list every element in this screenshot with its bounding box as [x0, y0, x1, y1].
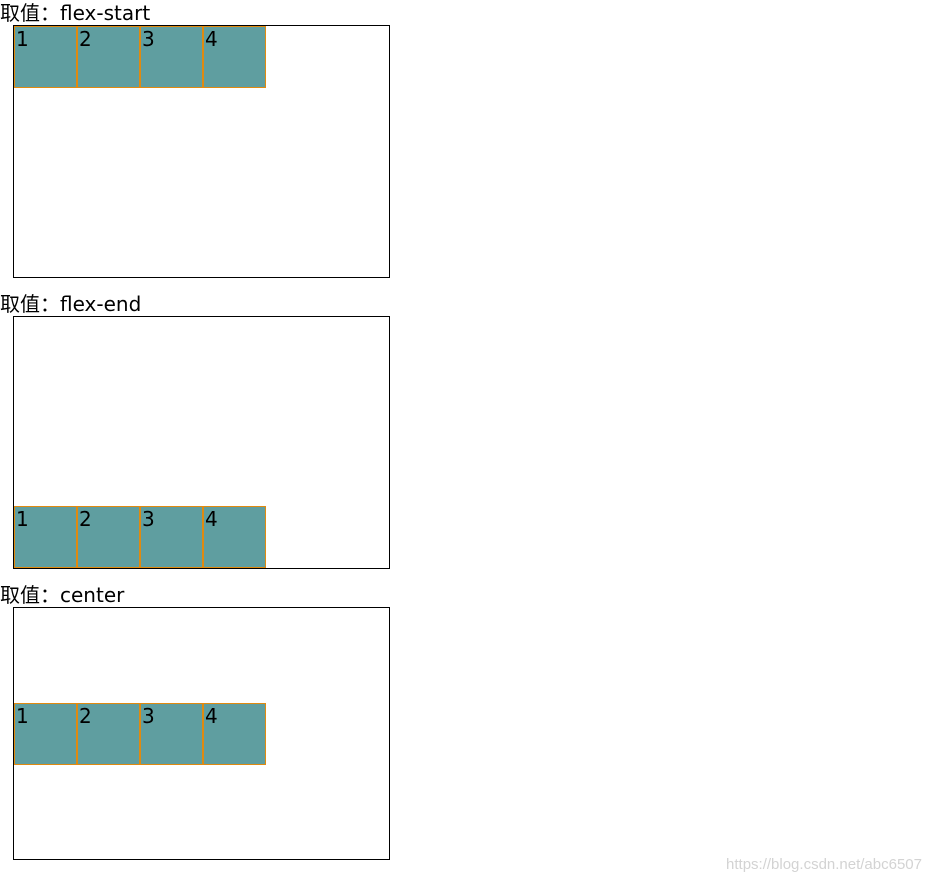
flex-item-2: 2 — [77, 702, 140, 765]
watermark-url: https://blog.csdn.net/abc6507 — [726, 856, 922, 873]
section-label-flex-start: 取值：flex-start — [0, 1, 151, 25]
flex-item-4: 4 — [203, 702, 266, 765]
flex-item-3: 3 — [140, 702, 203, 765]
flex-item-2: 2 — [77, 506, 140, 568]
section-label-flex-end: 取值：flex-end — [0, 292, 142, 316]
flex-container-center: 1 2 3 4 — [13, 607, 390, 860]
flex-container-flex-start: 1 2 3 4 — [13, 25, 390, 278]
flex-item-3: 3 — [140, 26, 203, 88]
section-label-center: 取值：center — [0, 583, 125, 607]
flex-item-1: 1 — [14, 26, 77, 88]
flex-container-flex-end: 1 2 3 4 — [13, 316, 390, 569]
flex-item-4: 4 — [203, 26, 266, 88]
flex-item-4: 4 — [203, 506, 266, 568]
flex-item-1: 1 — [14, 702, 77, 765]
flex-item-2: 2 — [77, 26, 140, 88]
flex-item-1: 1 — [14, 506, 77, 568]
flex-item-3: 3 — [140, 506, 203, 568]
